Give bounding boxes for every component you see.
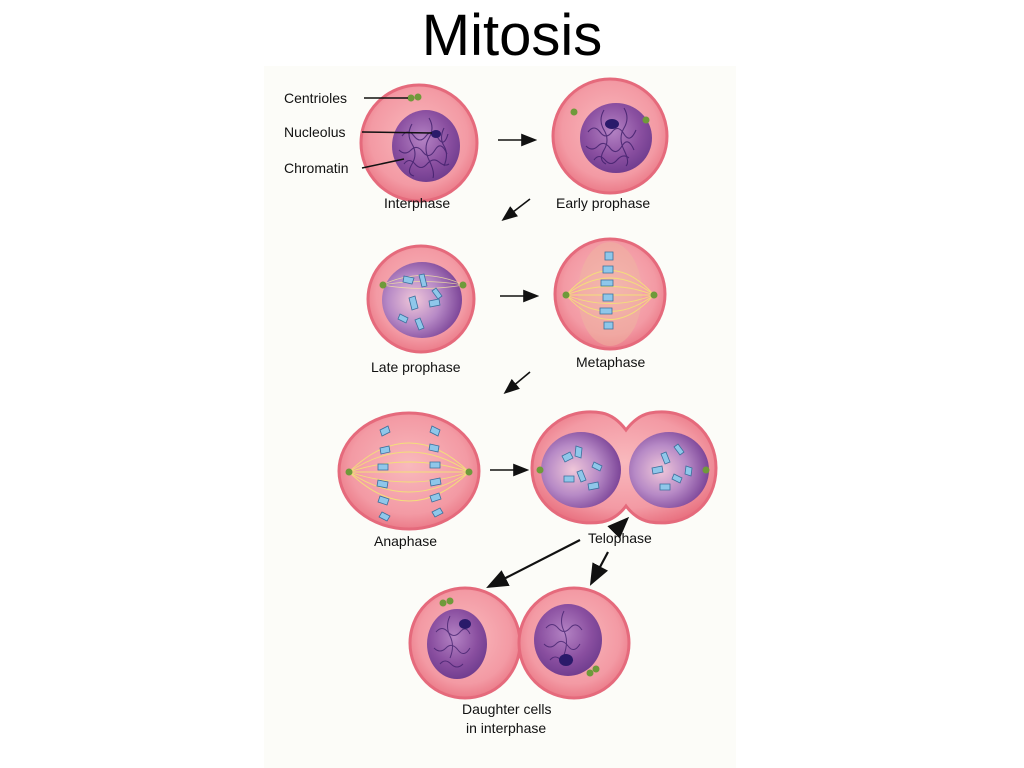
centriole-dot (642, 116, 650, 124)
label-chromatin: Chromatin (284, 160, 349, 176)
stage-label-anaphase: Anaphase (374, 533, 437, 549)
cell-late-prophase: Late prophase (366, 244, 476, 375)
centriole-dot (650, 291, 658, 299)
chromosomes (376, 425, 444, 522)
label-centrioles: Centrioles (284, 90, 347, 106)
centriole-dot (446, 597, 454, 605)
mitosis-diagram: Centrioles Nucleolus Chromatin Interphas… (284, 77, 718, 736)
spindle-fibers (348, 442, 470, 502)
stage-label-interphase: Interphase (384, 195, 450, 211)
arrow-up-right (607, 516, 630, 539)
centriole-dot (536, 466, 544, 474)
centriole-dot (345, 468, 353, 476)
arrow-down-left (503, 371, 531, 395)
cell-anaphase: Anaphase (337, 411, 481, 549)
centriole-dot (439, 599, 447, 607)
stage-label-daughter-line2: in interphase (466, 720, 546, 736)
centriole-dot (459, 281, 467, 289)
chromatin-leader (361, 158, 405, 169)
cell-interphase: Centrioles Nucleolus Chromatin Interphas… (284, 83, 479, 211)
stage-label-early-prophase: Early prophase (556, 195, 650, 211)
centriole-dot (702, 466, 710, 474)
centriole-dot (465, 468, 473, 476)
stage-label-metaphase: Metaphase (576, 354, 645, 370)
arrow-down-left (486, 539, 581, 589)
chromosomes (397, 273, 443, 331)
centriole-dot (592, 665, 600, 673)
chromosomes (561, 443, 693, 491)
cell-metaphase: Metaphase (553, 237, 667, 370)
label-nucleolus: Nucleolus (284, 124, 345, 140)
cell-daughter-right (517, 586, 631, 700)
stage-label-late-prophase: Late prophase (371, 359, 461, 375)
arrow-down-left (589, 551, 609, 586)
centriole-dot (407, 94, 415, 102)
centriole-dot (562, 291, 570, 299)
centriole-dot (379, 281, 387, 289)
centriole-dot (414, 93, 422, 101)
nucleolus-dot (431, 130, 441, 138)
slide-title: Mitosis (421, 3, 603, 68)
chromatin-network (398, 117, 450, 179)
stage-label-telophase: Telophase (588, 530, 652, 546)
cell-early-prophase: Early prophase (551, 77, 669, 211)
stage-label-daughter-line1: Daughter cells (462, 701, 552, 717)
centriole-dot (570, 108, 578, 116)
cell-telophase: Telophase (530, 410, 718, 546)
cell-daughter-left (408, 586, 522, 700)
arrow-down-left (501, 198, 531, 221)
nucleolus-leader (361, 131, 433, 134)
diagram-panel: Centrioles Nucleolus Chromatin Interphas… (264, 66, 736, 768)
centriole-dot (586, 669, 594, 677)
chromosomes (599, 251, 614, 330)
